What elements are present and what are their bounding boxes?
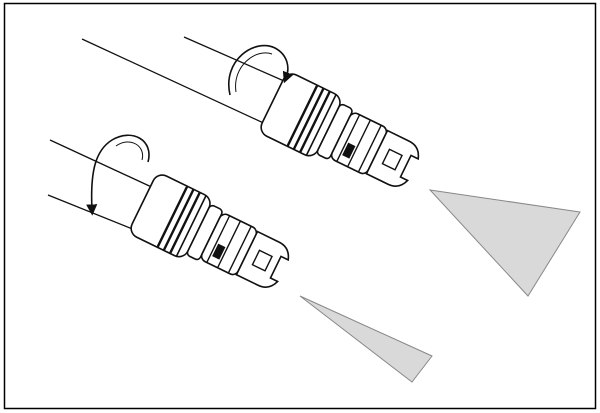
lower-hose-line-top	[49, 139, 159, 191]
lower-hose-line-bottom	[47, 194, 141, 233]
upper-nozzle-tip	[365, 129, 420, 187]
figure-border	[3, 2, 597, 410]
curved-arrow-clockwise-icon	[227, 44, 294, 96]
upper-spray-fan	[428, 189, 581, 297]
lower-nozzle-tip	[235, 230, 290, 288]
upper-nozzle-assembly	[81, 36, 581, 297]
lower-spray-jet	[299, 295, 433, 383]
curved-arrow-counterclockwise-icon	[86, 134, 150, 216]
upper-hose-line-top	[183, 36, 301, 89]
lower-nozzle-assembly	[47, 134, 433, 383]
upper-hose-line-bottom	[81, 38, 271, 127]
